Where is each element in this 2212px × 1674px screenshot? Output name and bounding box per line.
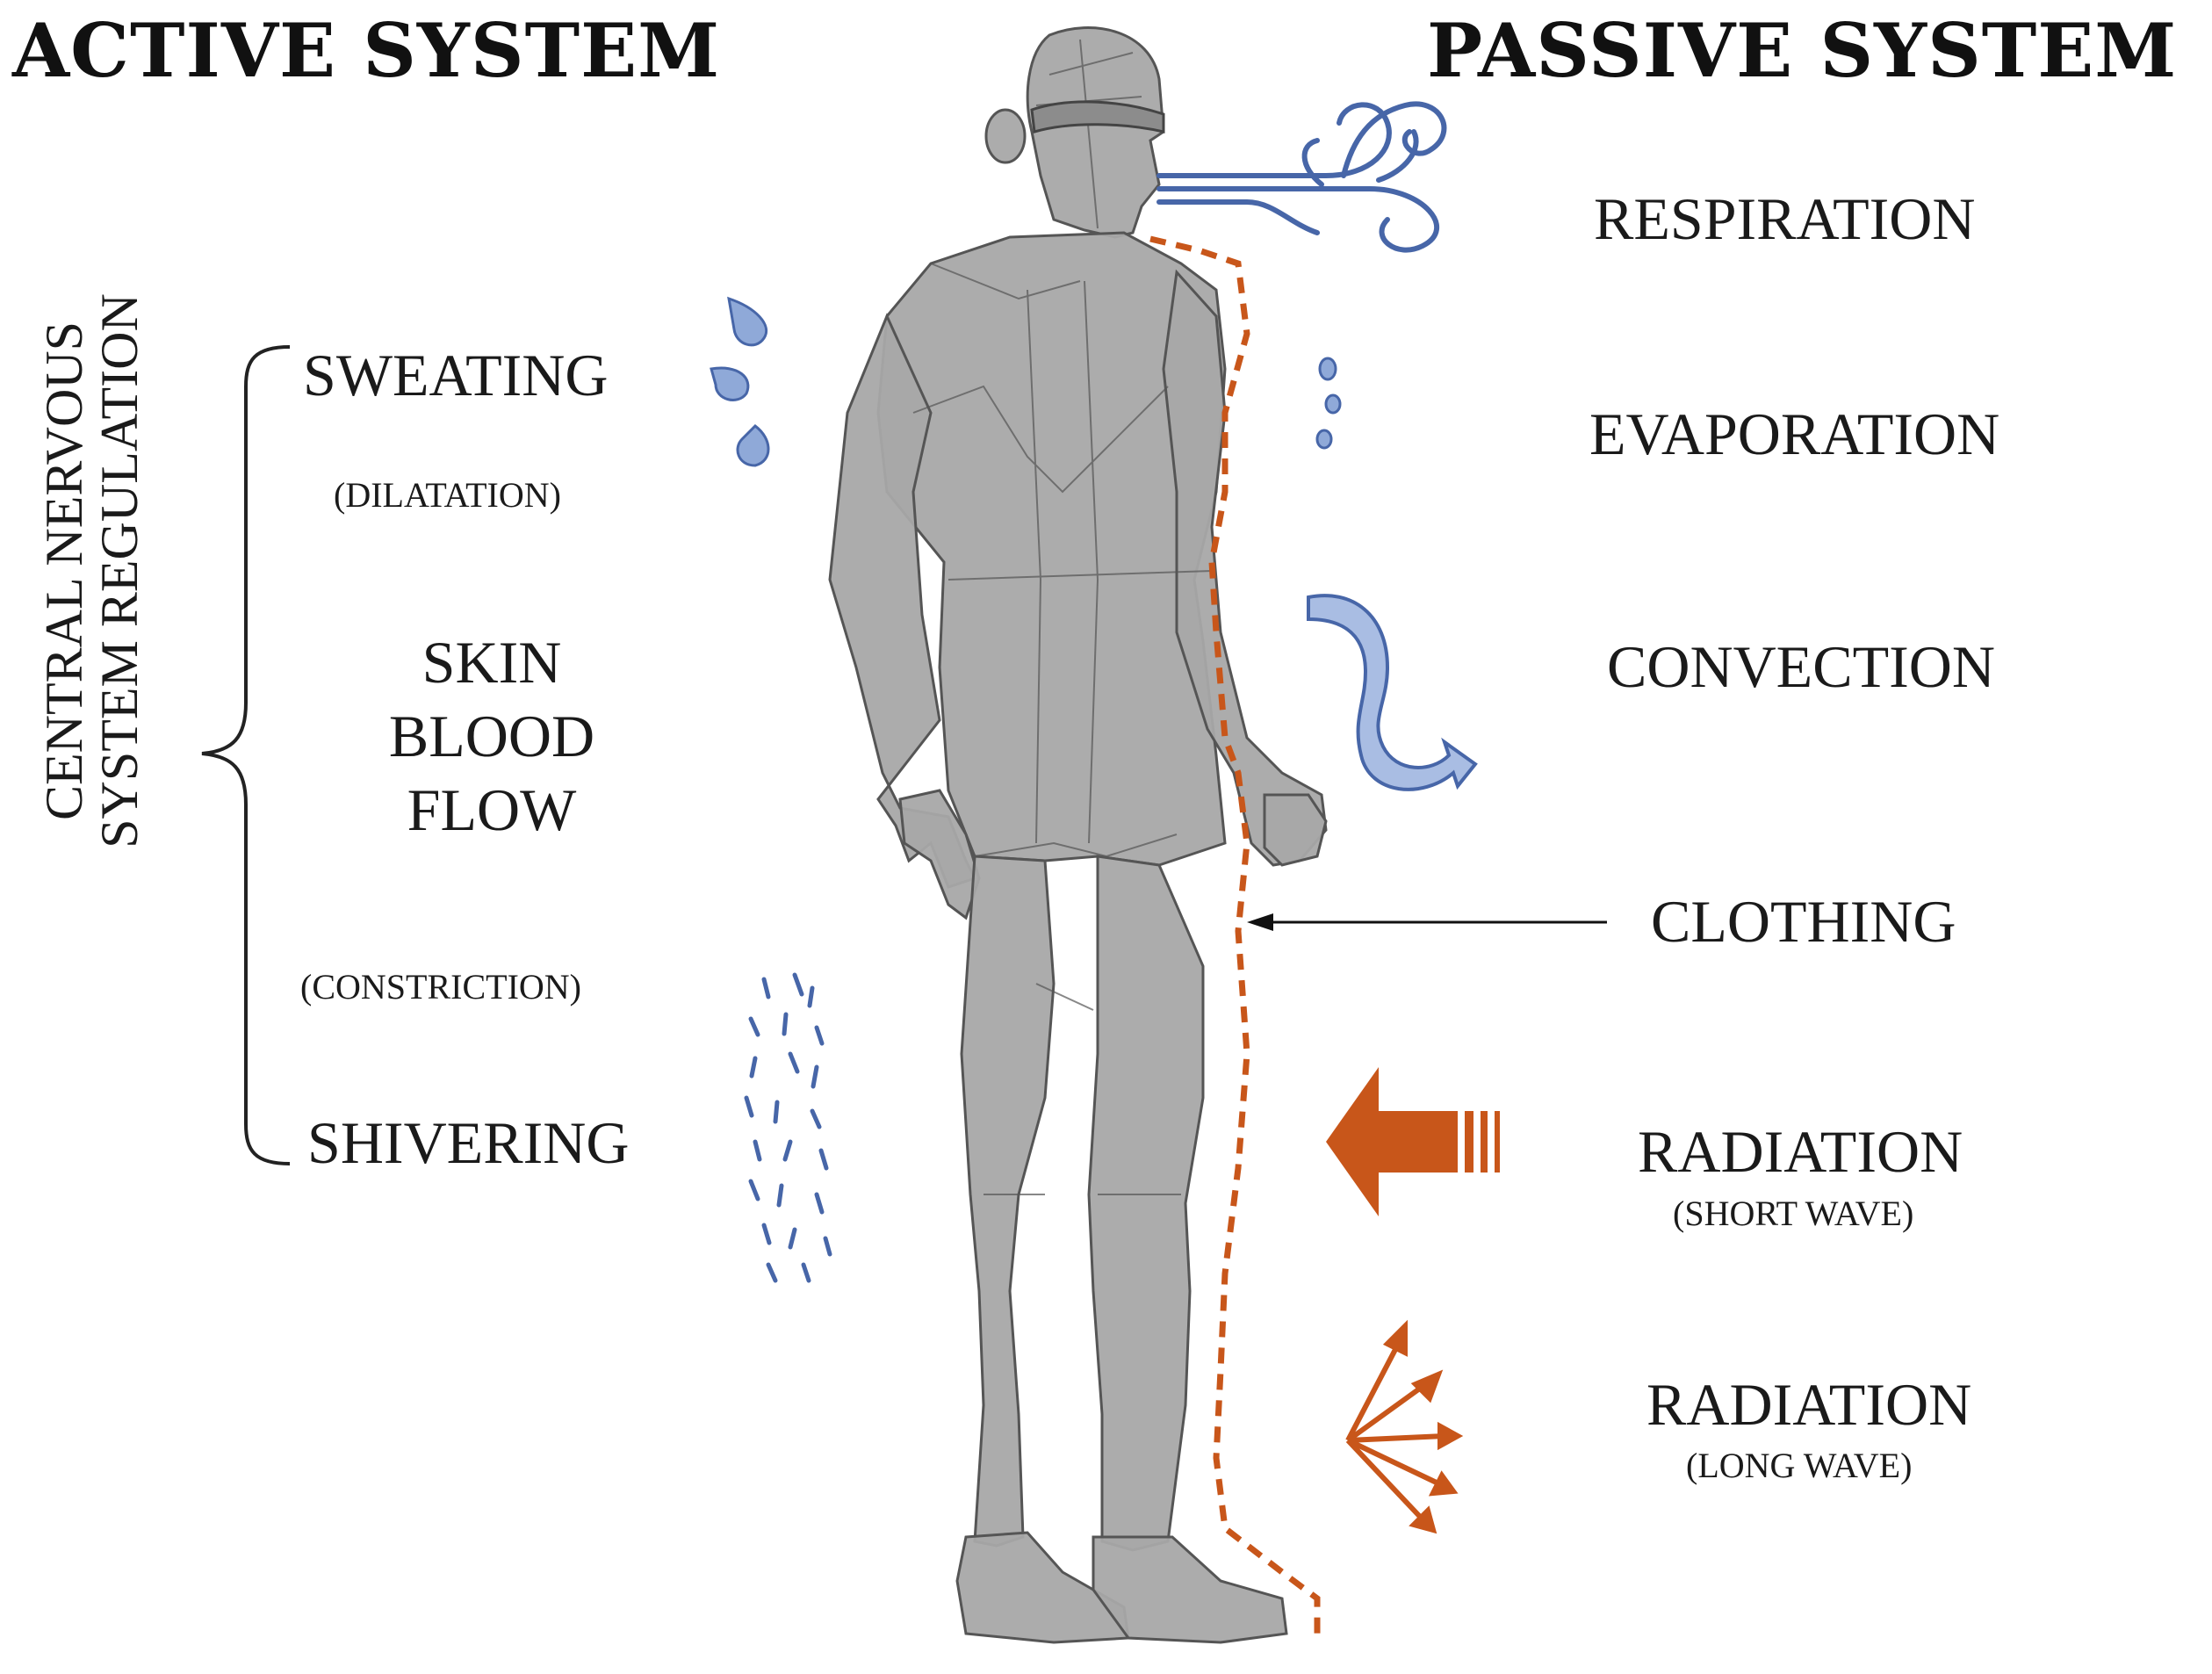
radiation-short-wave-arrow xyxy=(1326,1067,1500,1216)
constriction-label: (CONSTRICTION) xyxy=(300,967,581,1007)
blood-word: BLOOD xyxy=(388,703,595,769)
figure-contours xyxy=(912,39,1213,1195)
flow-word: FLOW xyxy=(407,776,577,843)
convection-arrow-icon xyxy=(1307,594,1478,791)
respiration-label: RESPIRATION xyxy=(1594,185,1976,252)
radiation-short-label: RADIATION xyxy=(1638,1118,1963,1185)
dilatation-label: (DILATATION) xyxy=(334,475,561,515)
human-figure xyxy=(828,26,1328,1644)
cns-line-1: CENTRAL NERVOUS xyxy=(35,321,93,820)
respiration-wind-icon xyxy=(1156,101,1447,253)
clothing-label: CLOTHING xyxy=(1651,888,1956,955)
long-wave-label: (LONG WAVE) xyxy=(1686,1446,1913,1485)
shivering-icon xyxy=(744,972,832,1283)
sweating-label: SWEATING xyxy=(303,342,609,408)
cns-line-2: SYSTEM REGULATION xyxy=(90,293,148,848)
skin-blood-flow-label: SKIN BLOOD FLOW xyxy=(360,625,623,847)
sweat-drops-icon xyxy=(710,296,770,467)
skin-word: SKIN xyxy=(422,629,562,696)
radiation-long-wave-arrows xyxy=(1345,1319,1464,1534)
right-leg xyxy=(1087,855,1205,1552)
evaporation-drops-icon xyxy=(1315,357,1342,450)
headband xyxy=(1030,100,1165,133)
ear xyxy=(984,108,1027,164)
convection-label: CONVECTION xyxy=(1607,633,1995,700)
right-hand xyxy=(1263,793,1328,867)
clothing-pointer-arrow xyxy=(1247,913,1607,931)
passive-system-title: PASSIVE SYSTEM xyxy=(1427,7,2178,94)
radiation-long-label: RADIATION xyxy=(1646,1371,1972,1438)
cns-regulation-label: CENTRAL NERVOUS SYSTEM REGULATION xyxy=(35,220,148,922)
left-leg xyxy=(960,855,1056,1548)
shivering-label: SHIVERING xyxy=(307,1109,630,1176)
clothing-line xyxy=(1149,235,1321,1642)
evaporation-label: EVAPORATION xyxy=(1589,400,2000,467)
short-wave-label: (SHORT WAVE) xyxy=(1673,1194,1914,1233)
right-foot xyxy=(1092,1535,1288,1644)
left-hand xyxy=(898,789,981,920)
curly-brace xyxy=(201,345,291,1165)
active-system-title: ACTIVE SYSTEM xyxy=(12,7,721,94)
head xyxy=(1026,26,1165,239)
